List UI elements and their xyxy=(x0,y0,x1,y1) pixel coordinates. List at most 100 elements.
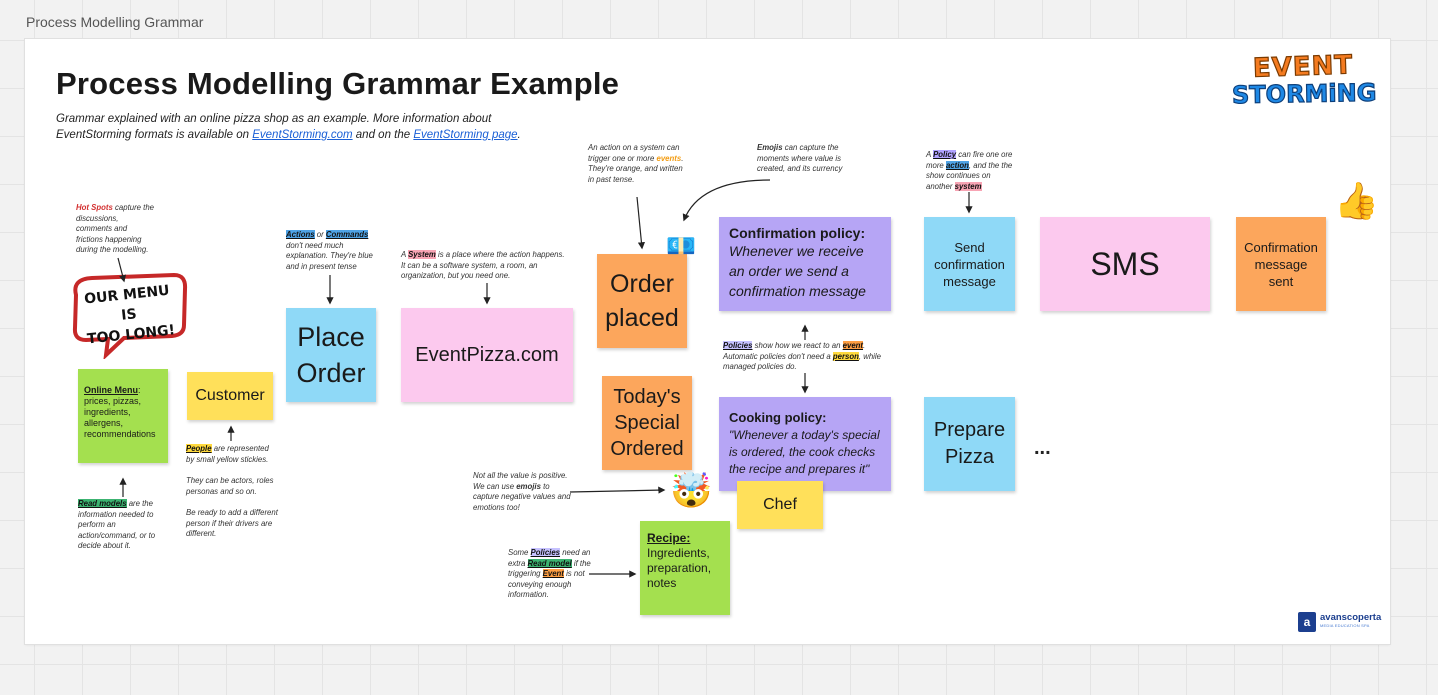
online-menu-body: prices, pizzas, ingredients, allergens, … xyxy=(84,396,156,439)
some-policies-read-model: Read model xyxy=(527,558,572,568)
hotspots-text: capture the discussions, comments and fr… xyxy=(76,203,155,254)
some-policies-label: Policies xyxy=(530,548,561,557)
confirmation-policy-sticky[interactable]: Confirmation policy: Whenever we receive… xyxy=(719,217,891,311)
system-text: is a place where the action happens. It … xyxy=(401,250,565,280)
recipe-body: Ingredients, preparation, notes xyxy=(647,546,712,590)
speech-bubble-shape xyxy=(72,272,188,361)
actions-mid: or xyxy=(314,230,326,239)
people-label: People xyxy=(186,444,212,453)
policies-mid1: show how we react to an xyxy=(752,341,843,350)
online-menu-title: Online Menu xyxy=(84,385,138,395)
eventpizza-sticky[interactable]: EventPizza.com xyxy=(401,308,573,402)
exploding-head-icon: 🤯 xyxy=(670,472,713,510)
prepare-pizza-label: Prepare Pizza xyxy=(933,419,1006,468)
avanscoperta-tagline: MEDIA EDUCATION SPA xyxy=(1320,623,1370,628)
read-models-label: Read models xyxy=(78,499,127,508)
hotspots-label: Hot Spots xyxy=(76,203,113,212)
emojis-text: can capture the moments where value is c… xyxy=(757,143,843,173)
avanscoperta-logo: a avanscoperta MEDIA EDUCATION SPA xyxy=(1298,612,1382,632)
eventpizza-label: EventPizza.com xyxy=(415,343,559,366)
emojis-label: Emojis xyxy=(757,143,783,152)
policies-mid2: . Automatic policies don't need a xyxy=(723,341,866,361)
some-policies-mid2: if the triggering xyxy=(508,558,591,579)
policies-note: Policies show how we react to an event. … xyxy=(723,341,883,373)
sms-label: SMS xyxy=(1090,245,1160,282)
recipe-sticky[interactable]: Recipe: Ingredients, preparation, notes xyxy=(640,521,730,615)
some-policies-event: Event xyxy=(542,569,564,578)
confirmation-policy-body: Whenever we receive an order we send a c… xyxy=(729,243,866,299)
hotspots-note: Hot Spots capture the discussions, comme… xyxy=(76,203,156,256)
people-p2: They can be actors, roles personas and s… xyxy=(186,476,274,496)
read-models-note: Read models are the information needed t… xyxy=(78,499,166,552)
ellipsis-text: ... xyxy=(1034,437,1051,459)
avanscoperta-icon: a xyxy=(1298,612,1316,632)
actions-label: Actions xyxy=(286,230,315,239)
events-label: events xyxy=(656,153,682,163)
order-placed-sticky[interactable]: Order placed xyxy=(597,254,687,348)
todays-special-sticky[interactable]: Today's Special Ordered xyxy=(602,376,692,470)
cooking-policy-body: "Whenever a today's special is ordered, … xyxy=(729,428,880,476)
order-placed-label: Order placed xyxy=(605,270,679,332)
people-p3: Be ready to add a different person if th… xyxy=(186,508,278,538)
place-order-label: Place Order xyxy=(296,322,366,388)
commands-label: Commands xyxy=(325,230,369,239)
actions-note: Actions or Commands don't need much expl… xyxy=(286,230,376,272)
some-policies-text: is not conveying enough information. xyxy=(508,569,585,599)
hotspot-speech-bubble: OUR MENU IS TOO LONG! xyxy=(70,272,188,361)
subtitle-line1: Grammar explained with an online pizza s… xyxy=(56,113,492,125)
policies-text: , while managed policies do. xyxy=(723,351,881,372)
policy-top-mid1: can fire one ore more xyxy=(926,150,1013,170)
some-policies-note: Some Policies need an extra Read model i… xyxy=(508,548,594,601)
system-label: System xyxy=(408,250,436,259)
policies-person-label: person xyxy=(832,351,859,361)
subtitle-end: . xyxy=(517,129,521,141)
emojis-note: Emojis can capture the moments where val… xyxy=(757,143,853,175)
negative-value-note: Not all the value is positive. We can us… xyxy=(473,471,571,513)
some-policies-pre: Some xyxy=(508,548,531,557)
subtitle-mid: and on the xyxy=(352,129,414,141)
actions-text: don't need much explanation. They're blu… xyxy=(286,240,373,271)
customer-sticky[interactable]: Customer xyxy=(187,372,273,420)
online-menu-sticky[interactable]: Online Menu: prices, pizzas, ingredients… xyxy=(78,369,168,463)
page-title: Process Modelling Grammar Example xyxy=(56,66,620,101)
people-text: are represented by small yellow stickies… xyxy=(186,444,269,464)
page-subtitle: Grammar explained with an online pizza s… xyxy=(56,111,556,143)
recipe-title: Recipe: xyxy=(647,531,691,545)
policy-top-action: action xyxy=(945,160,969,170)
policy-top-label: Policy xyxy=(933,150,957,159)
people-note: People are represented by small yellow s… xyxy=(186,444,278,540)
some-policies-mid1: need an extra xyxy=(508,548,591,568)
cooking-policy-sticky[interactable]: Cooking policy: "Whenever a today's spec… xyxy=(719,397,891,491)
negative-emojis-label: emojis xyxy=(516,481,541,491)
money-emoji-icon: 💶 xyxy=(666,233,696,260)
policy-top-pre: A xyxy=(926,150,934,159)
sms-sticky[interactable]: SMS xyxy=(1040,217,1210,311)
confirmation-sent-sticky[interactable]: Confirmation message sent xyxy=(1236,217,1326,311)
event-pre: An action on a system can trigger one or… xyxy=(588,143,680,163)
eventstorming-logo: EVENT STORMiNG xyxy=(1231,50,1377,114)
customer-label: Customer xyxy=(195,387,265,404)
policy-fires-note: A Policy can fire one ore more action, a… xyxy=(926,150,1016,192)
todays-special-label: Today's Special Ordered xyxy=(610,386,684,460)
negative-text: to capture negative values and emotions … xyxy=(473,481,571,512)
eventstorming-com-link[interactable]: EventStorming.com xyxy=(252,129,353,141)
policies-event-label: event xyxy=(842,341,864,350)
chef-label: Chef xyxy=(763,496,797,513)
eventstorming-page-link[interactable]: EventStorming page xyxy=(413,129,518,141)
chef-sticky[interactable]: Chef xyxy=(737,481,823,529)
send-confirmation-label: Send confirmation message xyxy=(934,239,1005,289)
policies-label: Policies xyxy=(723,341,753,350)
place-order-sticky[interactable]: Place Order xyxy=(286,308,376,402)
cooking-policy-title: Cooking policy: xyxy=(729,410,827,425)
system-note: A System is a place where the action hap… xyxy=(401,250,571,282)
read-models-text: are the information needed to perform an… xyxy=(78,499,156,550)
system-pre: A xyxy=(401,250,409,259)
event-note: An action on a system can trigger one or… xyxy=(588,143,686,185)
send-confirmation-sticky[interactable]: Send confirmation message xyxy=(924,217,1015,311)
prepare-pizza-sticky[interactable]: Prepare Pizza xyxy=(924,397,1015,491)
frame-label[interactable]: Process Modelling Grammar xyxy=(26,14,204,30)
confirmation-policy-title: Confirmation policy: xyxy=(729,225,866,241)
thumbs-up-icon: 👍 xyxy=(1334,180,1379,221)
event-text: . They're orange, and written in past te… xyxy=(588,153,684,184)
policy-top-system: system xyxy=(954,181,982,191)
